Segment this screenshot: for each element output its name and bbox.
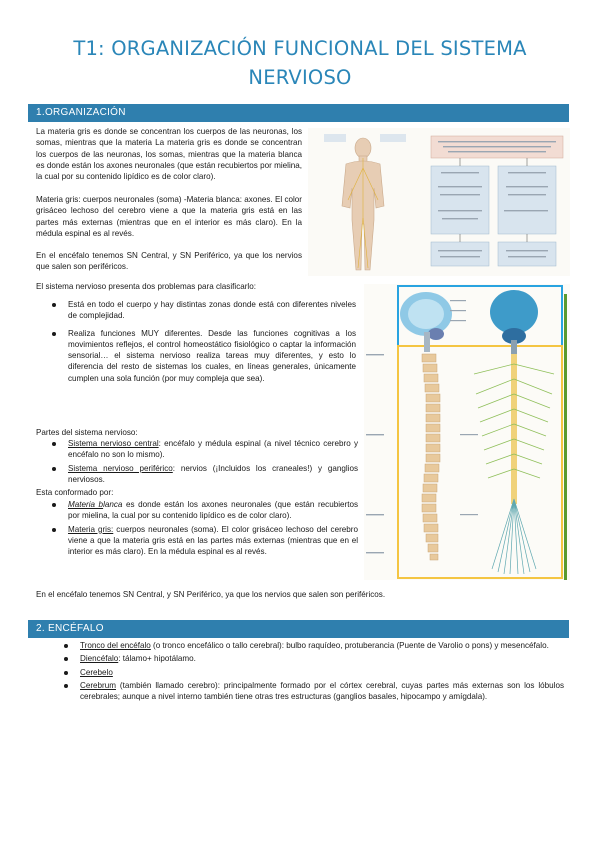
problem-text: Realiza funciones MUY diferentes. Desde … bbox=[68, 328, 356, 383]
definition: : tálamo+ hipotálamo. bbox=[118, 654, 196, 664]
intro-paragraph: La materia gris es donde se concentran l… bbox=[36, 127, 302, 182]
problems-intro: El sistema nervioso presenta dos problem… bbox=[36, 282, 256, 291]
problems-list: Está en todo el cuerpo y hay distintas z… bbox=[46, 299, 356, 386]
spinal-nerves-front bbox=[473, 354, 555, 575]
term: Materia gris: bbox=[68, 524, 114, 534]
term: Tronco del encéfalo bbox=[80, 641, 151, 650]
closing-paragraph: En el encéfalo tenemos SN Central, y SN … bbox=[36, 590, 386, 599]
term: Cerebelo bbox=[80, 667, 113, 677]
term: Sistema nervioso periférico bbox=[68, 463, 173, 473]
term: Materia b bbox=[68, 500, 104, 509]
section-heading-organizacion: 1.ORGANIZACIÓN bbox=[28, 104, 569, 122]
encefalo-list: Tronco del encéfalo (o tronco encefálico… bbox=[58, 640, 564, 704]
term: Sistema nervioso central bbox=[68, 439, 159, 448]
term: Cerebrum bbox=[80, 680, 116, 690]
problem-text: Está en todo el cuerpo y hay distintas z… bbox=[68, 300, 356, 321]
list-item: Materia gris: cuerpos neuronales (soma).… bbox=[46, 524, 358, 558]
list-item: Tronco del encéfalo (o tronco encefálico… bbox=[58, 640, 564, 651]
parts-label: Partes del sistema nervioso: bbox=[36, 428, 138, 437]
brain-spinal-cord-figure bbox=[364, 284, 570, 580]
page-title: T1: ORGANIZACIÓN FUNCIONAL DEL SISTEMA N… bbox=[73, 37, 527, 89]
brain-front-illustration bbox=[490, 290, 538, 354]
formed-list: Materia blanca es donde están los axones… bbox=[46, 499, 358, 559]
peripheral-highlight-bar bbox=[564, 294, 567, 580]
list-item: Sistema nervioso periférico: nervios (¡I… bbox=[46, 463, 358, 486]
list-item: Cerebrum (también llamado cerebro): prin… bbox=[58, 680, 564, 703]
materia-paragraph: Materia gris: cuerpos neuronales (soma) … bbox=[36, 195, 302, 238]
definition: : encéfalo y médula espinal (a nivel téc… bbox=[68, 439, 358, 460]
formed-label: Esta conformado por: bbox=[36, 488, 114, 497]
peripheral-nerves-lines bbox=[347, 158, 379, 269]
list-item: Realiza funciones MUY diferentes. Desde … bbox=[46, 328, 356, 384]
parts-list: Sistema nervioso central: encéfalo y méd… bbox=[46, 438, 358, 487]
section-heading-encefalo: 2. ENCÉFALO bbox=[28, 620, 569, 638]
definition: (o tronco encefálico o tallo cerebral): … bbox=[150, 641, 549, 650]
nervous-system-overview-figure bbox=[308, 128, 570, 276]
list-item: Sistema nervioso central: encéfalo y méd… bbox=[46, 438, 358, 461]
definition: (también llamado cerebro): principalment… bbox=[80, 680, 564, 702]
list-item: Está en todo el cuerpo y hay distintas z… bbox=[46, 299, 356, 322]
definition: es donde están los axones neuronales (qu… bbox=[68, 500, 358, 521]
definition: cuerpos neuronales (soma). El color gris… bbox=[68, 524, 358, 557]
term: Diencéfalo bbox=[80, 654, 119, 664]
list-item: Materia blanca es donde están los axones… bbox=[46, 499, 358, 522]
term-rest: lanca bbox=[103, 500, 123, 509]
functional-flowchart bbox=[430, 135, 564, 267]
sagittal-brain-illustration bbox=[400, 292, 452, 352]
spinal-column-side bbox=[421, 353, 441, 561]
encefalo-paragraph: En el encéfalo tenemos SN Central, y SN … bbox=[36, 251, 302, 272]
definition: : nervios (¡Incluidos los craneales!) y … bbox=[68, 463, 358, 484]
spinal-highlight-box bbox=[397, 345, 563, 579]
list-item: Cerebelo bbox=[58, 667, 564, 678]
list-item: Diencéfalo: tálamo+ hipotálamo. bbox=[58, 653, 564, 664]
